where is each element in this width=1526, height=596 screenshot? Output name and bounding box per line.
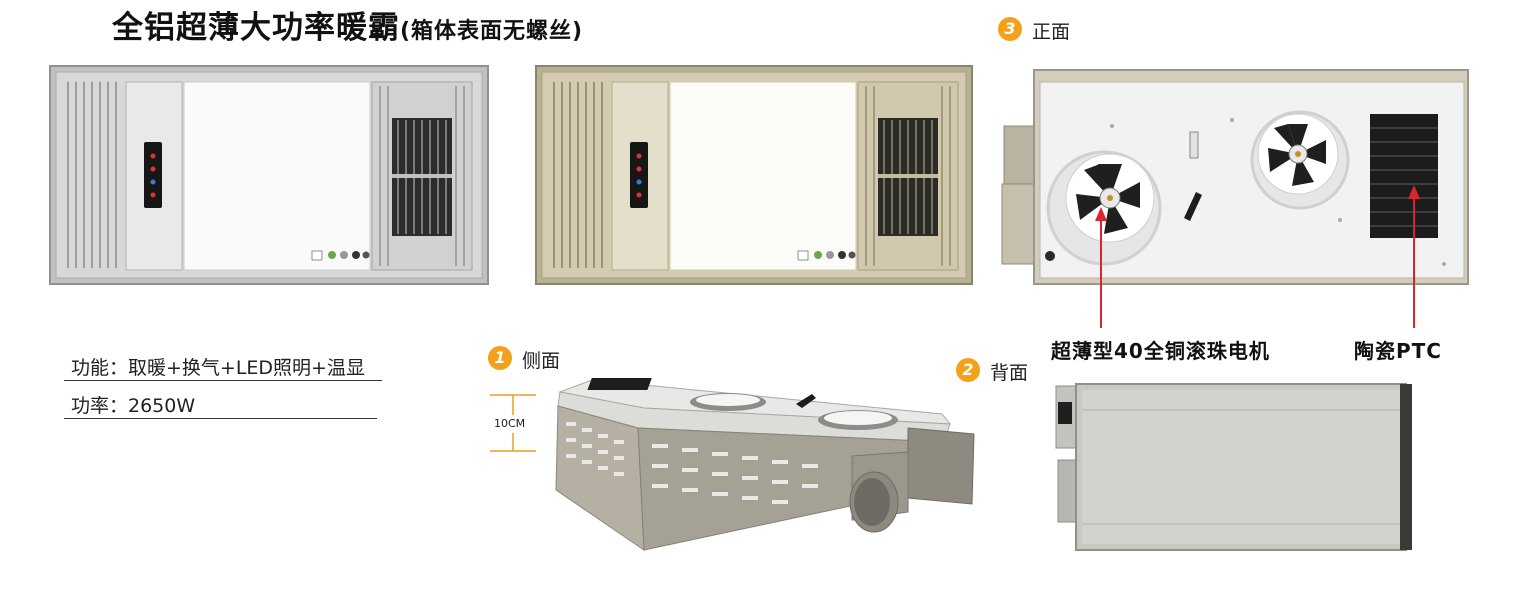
view-3-badge: 3 bbox=[998, 17, 1022, 41]
view-2-label: 背面 bbox=[990, 362, 1029, 384]
silver-heater-panel-image bbox=[49, 65, 489, 285]
back-view-image bbox=[1055, 383, 1412, 551]
view-1-label: 侧面 bbox=[522, 350, 561, 372]
spec-divider-1 bbox=[64, 380, 382, 381]
front-view-image bbox=[1001, 69, 1469, 285]
view-1-badge: 1 bbox=[488, 346, 512, 370]
ptc-callout-arrow bbox=[1408, 185, 1420, 328]
title-main: 全铝超薄大功率暖霸 bbox=[112, 10, 400, 46]
motor-callout-label: 超薄型40全铜滚珠电机 bbox=[1051, 339, 1270, 363]
dimension-bracket bbox=[490, 394, 536, 452]
title-sub: (箱体表面无螺丝) bbox=[400, 19, 584, 44]
dimension-label: 10CM bbox=[494, 417, 526, 430]
view-2-badge: 2 bbox=[956, 358, 980, 382]
gold-heater-panel-image bbox=[535, 65, 973, 285]
side-view-image bbox=[555, 378, 975, 551]
motor-callout-arrow bbox=[1095, 207, 1107, 328]
page-title: 全铝超薄大功率暖霸(箱体表面无螺丝) bbox=[112, 2, 583, 47]
spec-divider-2 bbox=[64, 418, 377, 419]
spec-power: 功率：2650W bbox=[71, 395, 196, 417]
ptc-callout-label: 陶瓷PTC bbox=[1354, 339, 1442, 363]
spec-function: 功能：取暖+换气+LED照明+温显 bbox=[71, 357, 365, 379]
view-3-label: 正面 bbox=[1032, 21, 1071, 43]
